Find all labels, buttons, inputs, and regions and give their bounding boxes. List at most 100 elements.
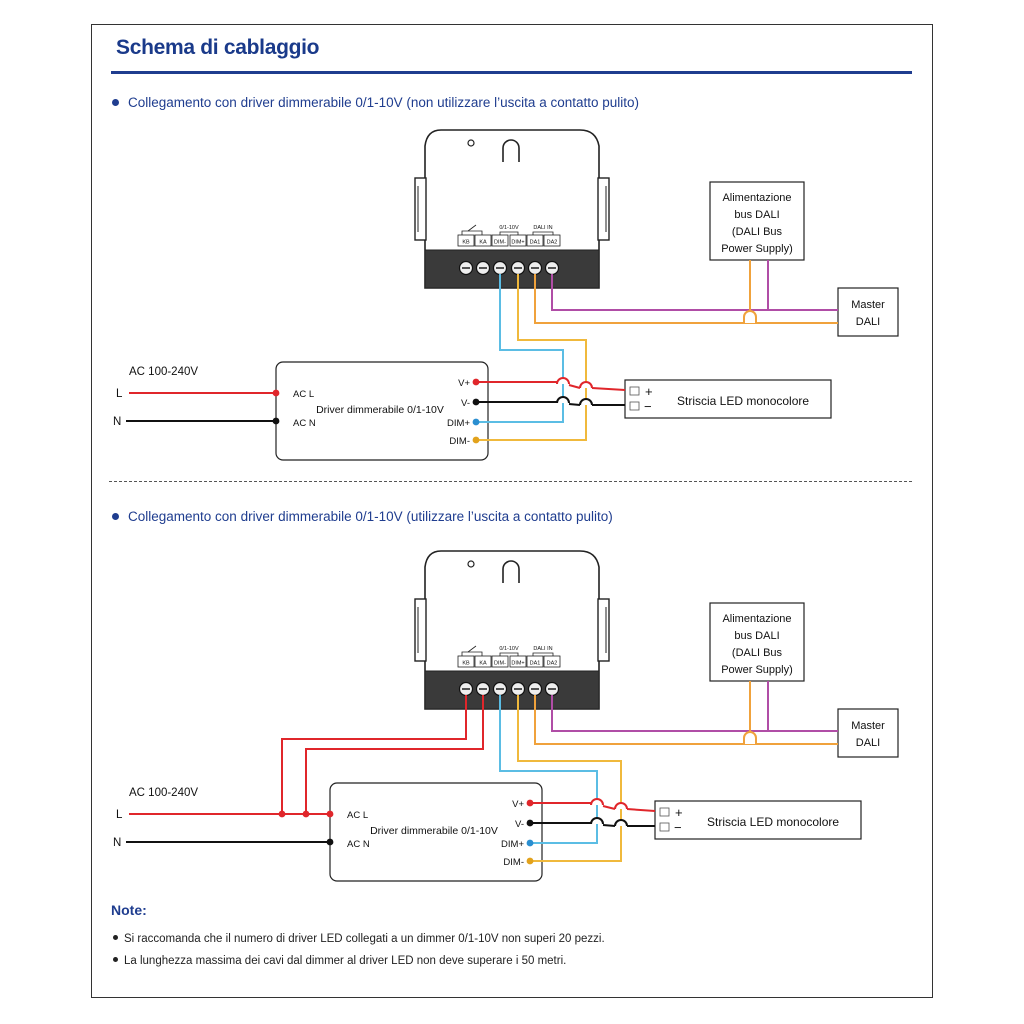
wire-da1 xyxy=(534,274,838,324)
dali-bracket xyxy=(532,652,554,656)
mounting-tab-right xyxy=(597,598,610,662)
driver-input-label: AC N xyxy=(347,839,370,850)
note-item-1-text: Si raccomanda che il numero di driver LE… xyxy=(124,933,605,945)
relay-switch-icon xyxy=(467,224,477,232)
terminal-label: KB xyxy=(462,240,470,246)
wire-da2 xyxy=(551,274,838,311)
master-dali-label: DALI xyxy=(856,737,880,749)
led-indicator-icon xyxy=(467,560,475,568)
terminal-dot xyxy=(472,398,480,406)
dali-power-supply-label: (DALI Bus xyxy=(732,226,783,238)
wire-vminus xyxy=(602,824,616,827)
master-dali-label: Master xyxy=(851,299,885,311)
led-strip-plus-label: + xyxy=(675,805,683,820)
wire-hop xyxy=(556,377,570,385)
terminal-label: DIM+ xyxy=(511,240,524,246)
led-strip xyxy=(624,379,832,419)
wire-hop xyxy=(614,802,628,810)
led-indicator-icon xyxy=(467,139,475,147)
master-dali-label: Master xyxy=(851,720,885,732)
terminal-dot xyxy=(472,378,480,386)
terminal-label: DA1 xyxy=(530,661,541,667)
terminal-label-box xyxy=(457,234,475,247)
junction-dot xyxy=(302,810,310,818)
line-n-label: N xyxy=(113,416,121,428)
mounting-tab-left xyxy=(414,177,427,241)
page-title: Schema di cablaggio xyxy=(116,36,320,59)
terminal-dot xyxy=(526,839,534,847)
driver-output-label: DIM- xyxy=(449,436,470,447)
note-item-2: La lunghezza massima dei cavi dal dimmer… xyxy=(113,955,566,967)
terminal-label: KA xyxy=(479,240,487,246)
dali-bracket xyxy=(532,231,554,235)
line-l-label: L xyxy=(116,809,123,821)
driver-input-label: AC N xyxy=(293,418,316,429)
wire-dim-minus xyxy=(476,274,587,441)
master-dali-label: DALI xyxy=(856,316,880,328)
junction-dot xyxy=(278,810,286,818)
dali-power-supply-label: (DALI Bus xyxy=(732,647,783,659)
wire-hop xyxy=(590,817,604,825)
antenna-loop-icon xyxy=(502,139,520,162)
relay-bracket xyxy=(461,230,483,235)
driver-label: Driver dimmerabile 0/1-10V xyxy=(370,825,498,837)
terminal-label: DA2 xyxy=(547,240,558,246)
note-item-1: Si raccomanda che il numero di driver LE… xyxy=(113,933,605,945)
relay-bracket xyxy=(461,651,483,656)
bullet-icon xyxy=(113,935,118,941)
wire-dim-minus xyxy=(517,695,622,862)
dim-bracket xyxy=(499,231,519,235)
terminal-label-box xyxy=(543,234,561,247)
ac-voltage-label: AC 100-240V xyxy=(129,787,198,799)
module-group-label-0-10v: 0/1-10V xyxy=(499,646,519,652)
wire-da1 xyxy=(534,695,838,745)
notes-title: Note: xyxy=(111,902,147,918)
section-1-heading: Collegamento con driver dimmerabile 0/1-… xyxy=(112,95,639,110)
driver-output-label: DIM+ xyxy=(447,418,470,429)
dali-power-supply-label: Alimentazione xyxy=(722,192,791,204)
terminal-label: DA1 xyxy=(530,240,541,246)
wire-vplus xyxy=(591,387,626,391)
terminal-dot xyxy=(526,857,534,865)
module-group-label-dali-in: DALI IN xyxy=(533,646,552,652)
driver-output-label: DIM- xyxy=(503,857,524,868)
wire-hop xyxy=(579,398,593,406)
led-terminal-plus-icon xyxy=(629,386,640,396)
led-strip-label: Striscia LED monocolore xyxy=(707,815,839,829)
driver-output-label: DIM+ xyxy=(501,839,524,850)
driver-input-label: AC L xyxy=(293,389,314,400)
line-l-label: L xyxy=(116,388,123,400)
dali-power-supply-label: Power Supply) xyxy=(721,664,793,676)
terminal-dot xyxy=(326,838,334,846)
led-strip-plus-label: + xyxy=(645,384,653,399)
mounting-tab-right xyxy=(597,177,610,241)
dali-bus-power-supply xyxy=(709,181,805,261)
wire-vplus xyxy=(626,808,656,812)
terminal-label-box xyxy=(474,234,492,247)
terminal-dot xyxy=(472,436,480,444)
terminal-label: DIM+ xyxy=(511,661,524,667)
dimmable-driver xyxy=(275,361,489,461)
wire-dim-plus xyxy=(499,695,598,844)
wire-hop xyxy=(614,819,628,827)
terminal-label-box xyxy=(509,655,527,668)
terminal-dot xyxy=(272,417,280,425)
wire-hop xyxy=(743,731,757,744)
master-dali xyxy=(837,708,899,758)
mounting-tab-left xyxy=(414,598,427,662)
terminal-dot xyxy=(472,418,480,426)
wire-hop xyxy=(556,396,570,404)
driver-output-label: V+ xyxy=(512,799,524,810)
bullet-icon xyxy=(113,957,118,963)
section-2-heading: Collegamento con driver dimmerabile 0/1-… xyxy=(112,509,613,524)
driver-output-label: V+ xyxy=(458,378,470,389)
led-terminal-minus-icon xyxy=(659,822,670,832)
driver-input-label: AC L xyxy=(347,810,368,821)
terminal-label: DA2 xyxy=(547,661,558,667)
terminal-label-box xyxy=(543,655,561,668)
dali-bus-power-supply xyxy=(709,602,805,682)
